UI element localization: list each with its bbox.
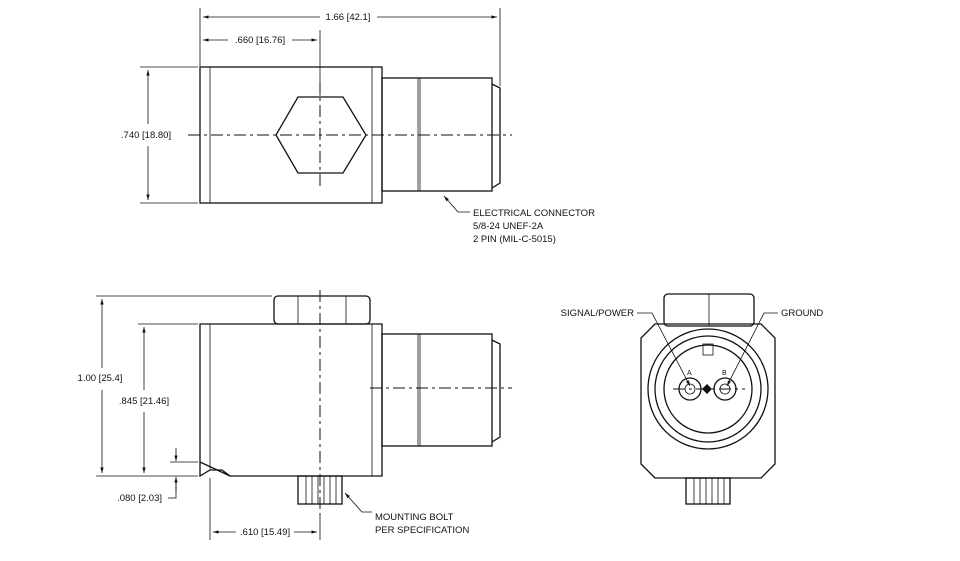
callout-connector-line1: ELECTRICAL CONNECTOR [473,208,595,219]
callout-connector-line3: 2 PIN (MIL-C-5015) [473,234,556,245]
end-view-connector-outer [647,328,769,450]
pin-a-label: A [687,370,692,377]
dim-overall-length: 1.66 [42.1] [326,12,371,23]
callout-connector-line2: 5/8-24 UNEF-2A [473,221,544,232]
dim-body-height-side: .845 [21.46] [119,396,169,407]
dim-base-offset: .080 [2.03] [117,493,162,504]
dim-overall-height: 1.00 [25.4] [78,373,123,384]
callout-signal-power: SIGNAL/POWER [561,308,635,319]
callout-ground: GROUND [781,308,823,319]
side-view: 1.00 [25.4] .845 [21.46] .080 [2.03] .61… [78,290,512,540]
end-view-key-slot [702,343,714,356]
end-view-mounting-bolt [685,477,731,505]
top-view: 1.66 [42.1] .660 [16.76] .740 [18.80] EL… [121,8,595,245]
side-view-hex-nut [273,295,371,325]
side-view-body [199,323,383,478]
callout-bolt-line2: PER SPECIFICATION [375,525,469,536]
end-view-body [640,323,776,479]
pin-b-label: B [722,370,727,377]
side-view-connector [381,333,493,447]
callout-bolt-line1: MOUNTING BOLT [375,512,454,523]
dim-hex-offset: .660 [16.76] [235,35,285,46]
dim-bolt-offset: .610 [15.49] [240,527,290,538]
end-view: A B SIGNAL/POWER GROUND [561,293,823,505]
dim-body-height-top: .740 [18.80] [121,130,171,141]
